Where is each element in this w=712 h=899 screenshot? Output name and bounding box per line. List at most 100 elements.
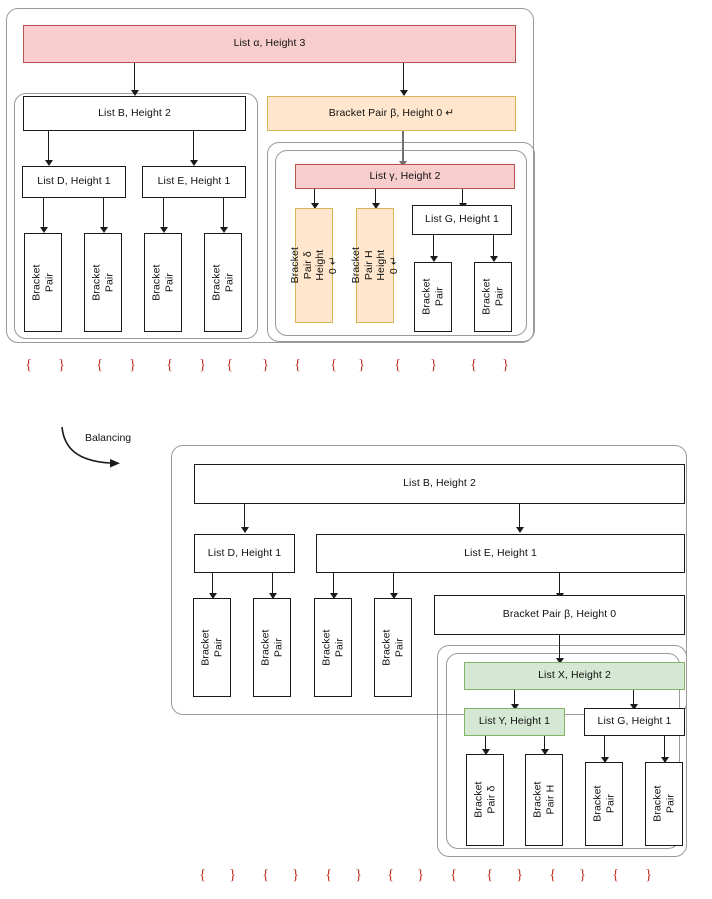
bracket-open-glyph: {: [294, 357, 302, 373]
node-bottom-leaf-4[interactable]: Bracket Pair: [374, 598, 412, 697]
edge-bottom-g-to-leaf5-arrow: [600, 757, 609, 763]
node-top-leaf-4-label: Bracket Pair: [210, 264, 236, 301]
node-bottom-leaf-delta-label: Bracket Pair δ: [472, 781, 498, 819]
edge-bottom-x-to-g-arrow: [629, 704, 638, 710]
edge-alpha-to-beta: [403, 63, 405, 94]
node-top-list-gamma[interactable]: List γ, Height 2: [295, 164, 515, 189]
bracket-open-glyph: {: [325, 867, 333, 883]
node-top-bracket-pair-delta[interactable]: Bracket Pair δ Height 0 ↵: [289, 208, 339, 323]
edge-bottom-d-to-leaf2-arrow: [268, 593, 277, 599]
edge-bottom-b-to-e-arrow: [515, 527, 524, 533]
node-top-list-b[interactable]: List B, Height 2: [23, 96, 246, 131]
node-top-leaf-1[interactable]: Bracket Pair: [24, 233, 62, 332]
node-list-alpha[interactable]: List α, Height 3: [23, 25, 516, 63]
edge-bottom-d-to-leaf1-arrow: [208, 593, 217, 599]
node-bottom-leaf-6[interactable]: Bracket Pair: [645, 762, 683, 846]
node-top-bracket-pair-h-label: Bracket Pair H Height 0 ↵: [349, 247, 400, 284]
bracket-open-glyph: {: [394, 357, 402, 373]
node-top-leaf-5-label: Bracket Pair: [420, 278, 446, 316]
node-bottom-leaf-h[interactable]: Bracket Pair H: [525, 754, 563, 846]
edge-b-to-e: [193, 131, 195, 164]
node-bottom-leaf-h-label: Bracket Pair H: [531, 781, 557, 819]
node-bottom-list-g[interactable]: List G, Height 1: [584, 708, 685, 736]
node-bottom-leaf-4-label: Bracket Pair: [380, 629, 406, 666]
node-bottom-leaf-5[interactable]: Bracket Pair: [585, 762, 623, 846]
edge-bottom-d-to-leaf2: [272, 573, 274, 598]
bracket-open-glyph: {: [25, 357, 33, 373]
node-top-leaf-3-label: Bracket Pair: [150, 264, 176, 301]
node-top-bracket-pair-delta-label: Bracket Pair δ Height 0 ↵: [288, 247, 339, 284]
balancing-arrow-icon: [61, 426, 120, 468]
node-bottom-list-d[interactable]: List D, Height 1: [194, 534, 295, 573]
edge-bottom-e-to-leaf3: [333, 573, 335, 598]
edge-g-to-leaf5: [433, 235, 435, 261]
node-bottom-leaf-1[interactable]: Bracket Pair: [193, 598, 231, 697]
balancing-label: Balancing: [85, 432, 132, 444]
node-bottom-list-e[interactable]: List E, Height 1: [316, 534, 685, 573]
node-top-list-gamma-label: List γ, Height 2: [369, 169, 441, 182]
edge-gamma-to-h-arrow: [371, 203, 380, 209]
edge-b-to-e-arrow: [189, 160, 198, 166]
node-bottom-leaf-3[interactable]: Bracket Pair: [314, 598, 352, 697]
edge-d-to-leaf2: [103, 198, 105, 231]
node-bottom-list-g-label: List G, Height 1: [597, 715, 672, 728]
bracket-close-glyph: }: [417, 867, 425, 883]
node-top-leaf-2-label: Bracket Pair: [90, 264, 116, 301]
edge-bottom-y-to-h: [544, 736, 546, 754]
bracket-close-glyph: }: [262, 357, 270, 373]
node-top-list-d[interactable]: List D, Height 1: [22, 166, 126, 198]
bracket-close-glyph: }: [645, 867, 653, 883]
node-bottom-list-b-label: List B, Height 2: [403, 477, 476, 490]
node-bottom-list-b[interactable]: List B, Height 2: [194, 464, 685, 504]
bracket-open-glyph: {: [549, 867, 557, 883]
bracket-open-glyph: {: [387, 867, 395, 883]
edge-gamma-to-g: [462, 189, 464, 208]
node-bottom-bracket-pair-beta[interactable]: Bracket Pair β, Height 0: [434, 595, 685, 635]
node-bottom-leaf-1-label: Bracket Pair: [199, 629, 225, 666]
node-bottom-list-e-label: List E, Height 1: [464, 546, 537, 559]
node-top-list-e[interactable]: List E, Height 1: [142, 166, 246, 198]
bracket-open-glyph: {: [166, 357, 174, 373]
node-bottom-list-x[interactable]: List X, Height 2: [464, 662, 685, 690]
edge-bottom-e-to-leaf4: [393, 573, 395, 598]
edge-d-to-leaf1-arrow: [39, 227, 48, 233]
node-top-leaf-6[interactable]: Bracket Pair: [474, 262, 512, 332]
bracket-close-glyph: }: [430, 357, 438, 373]
node-bottom-bracket-pair-beta-label: Bracket Pair β, Height 0: [502, 608, 617, 621]
top-outer-group: [6, 8, 534, 343]
node-top-list-b-label: List B, Height 2: [98, 106, 171, 119]
node-top-leaf-4[interactable]: Bracket Pair: [204, 233, 242, 332]
node-top-leaf-2[interactable]: Bracket Pair: [84, 233, 122, 332]
edge-bottom-x-to-g: [633, 690, 635, 709]
edge-e-to-leaf3: [163, 198, 165, 231]
node-bottom-list-y[interactable]: List Y, Height 1: [464, 708, 565, 736]
bracket-open-glyph: {: [226, 357, 234, 373]
node-bottom-leaf-delta[interactable]: Bracket Pair δ: [466, 754, 504, 846]
edge-bottom-e-to-leaf3-arrow: [329, 593, 338, 599]
edge-bottom-d-to-leaf1: [212, 573, 214, 598]
node-top-bracket-pair-h[interactable]: Bracket Pair H Height 0 ↵: [350, 208, 400, 323]
node-list-alpha-label: List α, Height 3: [233, 37, 306, 50]
bottom-right-subtree-group: [437, 645, 687, 857]
bracket-open-glyph: {: [96, 357, 104, 373]
edge-bottom-b-to-d-arrow: [240, 527, 249, 533]
node-top-leaf-5[interactable]: Bracket Pair: [414, 262, 452, 332]
node-top-leaf-1-label: Bracket Pair: [30, 264, 56, 301]
edge-bottom-x-to-y: [514, 690, 516, 709]
edge-e-to-leaf4-arrow: [219, 227, 228, 233]
bottom-outer-group: [171, 445, 687, 715]
edge-d-to-leaf2-arrow: [99, 227, 108, 233]
bracket-close-glyph: }: [355, 867, 363, 883]
top-right-subtree-group: [267, 142, 535, 342]
node-top-bracket-pair-beta[interactable]: Bracket Pair β, Height 0 ↵: [267, 96, 516, 131]
edge-e-to-leaf3-arrow: [159, 227, 168, 233]
edge-g-to-leaf6-arrow: [489, 256, 498, 262]
node-top-leaf-3[interactable]: Bracket Pair: [144, 233, 182, 332]
node-top-bracket-pair-beta-label: Bracket Pair β, Height 0 ↵: [328, 106, 455, 119]
node-bottom-leaf-2[interactable]: Bracket Pair: [253, 598, 291, 697]
node-top-list-g[interactable]: List G, Height 1: [412, 205, 512, 235]
node-bottom-list-d-label: List D, Height 1: [207, 546, 282, 559]
edge-bottom-b-to-e: [519, 504, 521, 532]
edge-bottom-e-to-leaf4-arrow: [389, 593, 398, 599]
